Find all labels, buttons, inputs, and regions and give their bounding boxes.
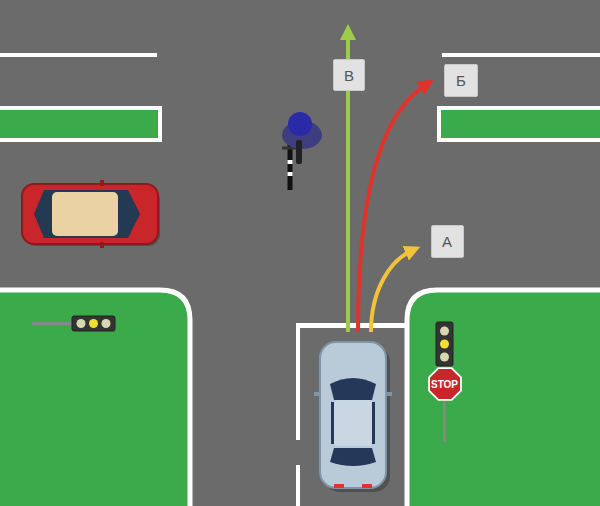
- direction-label: Б: [444, 64, 478, 97]
- direction-letter: В: [344, 67, 354, 84]
- direction-label: В: [333, 59, 365, 91]
- lane-line: [296, 465, 300, 506]
- traffic-light: [32, 316, 115, 331]
- lane-line: [442, 53, 600, 57]
- direction-letter: Б: [456, 72, 466, 89]
- stop-line: [296, 323, 406, 328]
- silver-car: [314, 342, 392, 492]
- stop-octagon-shape: [429, 368, 461, 400]
- cyclist: [282, 112, 322, 190]
- median: [439, 108, 600, 140]
- median: [0, 108, 160, 140]
- direction-arrow: [371, 250, 413, 332]
- direction-arrow: [358, 84, 427, 332]
- lane-line: [0, 53, 157, 57]
- direction-letter: А: [442, 233, 452, 250]
- grass-corner: [0, 290, 190, 506]
- lane-line: [296, 323, 300, 440]
- grass-corner: [407, 290, 600, 506]
- direction-label: А: [431, 225, 464, 258]
- stop-sign: STOP: [427, 366, 463, 402]
- red-car: [22, 180, 160, 248]
- sign-text: STOP: [431, 379, 458, 390]
